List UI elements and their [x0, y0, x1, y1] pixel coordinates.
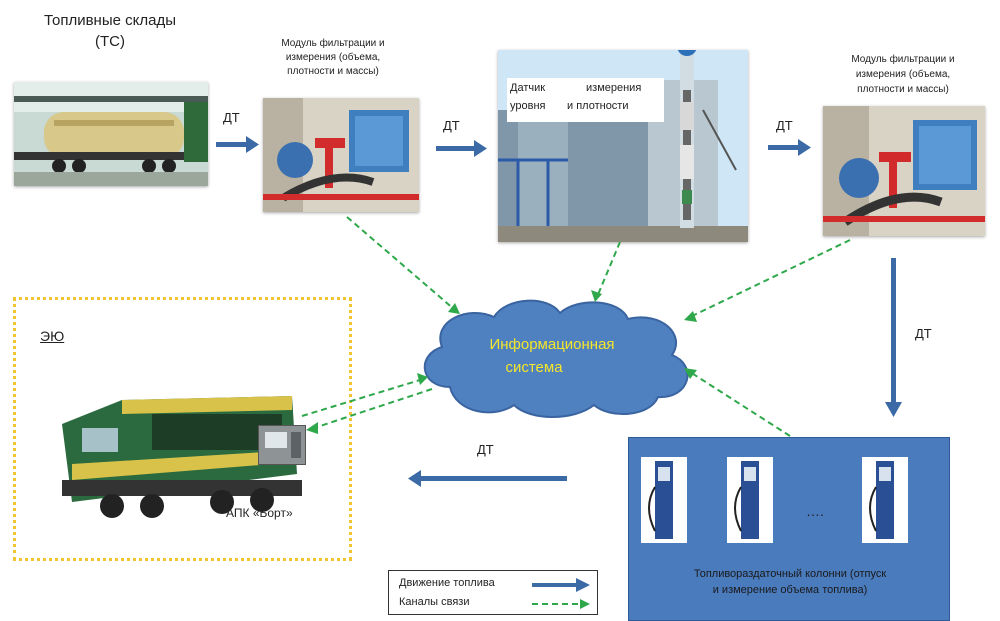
filter-module-1-line2: измерения (объема,	[285, 52, 381, 63]
comm-line-loco-to-info	[301, 379, 421, 417]
flow-label-4: ДТ	[915, 326, 932, 341]
flow-label-5: ДТ	[477, 442, 494, 457]
dispenser-3	[862, 457, 908, 543]
onboard-device-label: АПК «Борт»	[226, 506, 293, 520]
legend-box: Движение топлива Каналы связи	[388, 570, 598, 615]
comm-arrowhead-loco-to-info	[417, 373, 428, 385]
comm-arrowhead-dispensers	[684, 368, 697, 379]
locomotive-photo	[42, 384, 304, 526]
comm-line-dispensers	[689, 371, 791, 437]
filter-module-1-title: Модуль фильтрации и измерения (объема, п…	[258, 37, 408, 79]
level-sensor-label-box: Датчик измерения уровня и плотности	[507, 78, 664, 122]
info-system-line2: система	[505, 359, 563, 376]
legend-flow-arrow-icon	[532, 578, 590, 592]
flow-arrow-4	[885, 258, 902, 417]
flow-arrow-1	[216, 136, 259, 153]
flow-arrow-2	[436, 140, 487, 157]
comm-arrowhead-filter2	[684, 311, 697, 322]
filter-module-2-line3: плотности и массы)	[857, 84, 949, 95]
level-sensor-word4: и плотности	[567, 100, 629, 112]
locomotive-zone-label: ЭЮ	[40, 328, 64, 344]
filter-module-1-photo	[263, 98, 419, 212]
legend-fuel-flow-label: Движение топлива	[399, 577, 495, 589]
info-system-line1: Информационная	[489, 336, 614, 353]
fuel-depot-title-line1: Топливные склады	[44, 12, 176, 29]
onboard-device	[258, 425, 306, 465]
level-sensor-word1: Датчик	[510, 82, 546, 94]
legend-comm-channels-label: Каналы связи	[399, 596, 470, 608]
comm-line-info-to-loco	[313, 388, 433, 429]
filter-module-2-line2: измерения (объема,	[855, 69, 951, 80]
dispenser-2	[727, 457, 773, 543]
comm-line-filter2	[689, 239, 851, 318]
filter-module-1-line1: Модуль фильтрации и	[281, 38, 385, 49]
fuel-depot-photo	[14, 82, 208, 186]
locomotive-zone-label-text: ЭЮ	[40, 328, 65, 344]
dispenser-1	[641, 457, 687, 543]
flow-label-2: ДТ	[443, 118, 460, 133]
dispensers-caption-line2: и измерение объема топлива)	[712, 584, 868, 596]
comm-line-sensor	[596, 241, 621, 298]
comm-line-filter1	[346, 216, 456, 311]
dispensers-caption: Топливораздаточный колонни (отпуск и изм…	[640, 566, 940, 598]
flow-label-1: ДТ	[223, 110, 240, 125]
flow-label-3: ДТ	[776, 118, 793, 133]
level-sensor-word2: измерения	[586, 82, 642, 94]
comm-arrowhead-info-to-loco	[306, 422, 318, 434]
filter-module-2-title: Модуль фильтрации и измерения (объема, п…	[820, 52, 986, 97]
comm-arrowhead-sensor	[591, 290, 602, 302]
filter-module-2-line1: Модуль фильтрации и	[851, 54, 955, 65]
locomotive-zone	[13, 297, 352, 561]
dispensers-caption-line1: Топливораздаточный колонни (отпуск	[693, 568, 887, 580]
fuel-depot-title-line2: (ТС)	[95, 33, 125, 50]
level-sensor-word3: уровня	[510, 100, 546, 112]
flow-arrow-5	[408, 470, 567, 487]
filter-module-2-photo	[823, 106, 985, 236]
info-system-cloud: Информационная система	[423, 299, 689, 418]
fuel-depot-title: Топливные склады (ТС)	[20, 10, 200, 52]
comm-arrowhead-filter1	[448, 303, 460, 314]
legend-comm-arrow-icon	[532, 599, 590, 609]
dispensers-ellipsis: ….	[806, 503, 824, 519]
filter-module-1-line3: плотности и массы)	[287, 66, 379, 77]
flow-arrow-3	[768, 139, 811, 156]
